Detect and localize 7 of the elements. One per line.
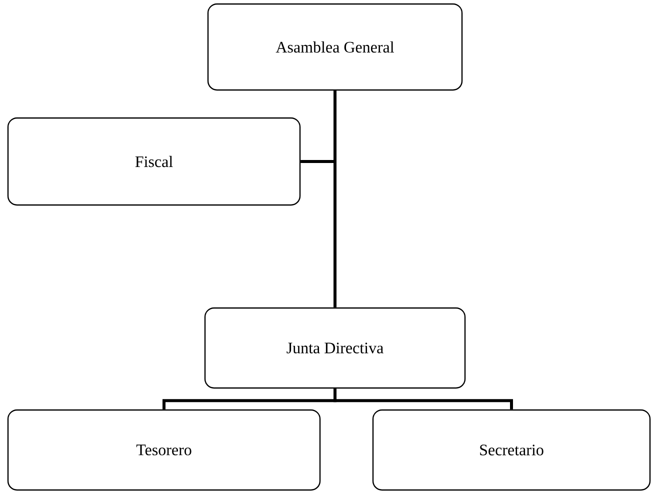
org-box: Fiscal (7, 117, 301, 206)
org-box: Secretario (372, 409, 651, 491)
connector-line (334, 388, 513, 410)
org-box: Tesorero (7, 409, 321, 491)
connector-line (300, 90, 336, 163)
org-box: Junta Directiva (204, 307, 466, 389)
org-box: Asamblea General (207, 3, 463, 91)
